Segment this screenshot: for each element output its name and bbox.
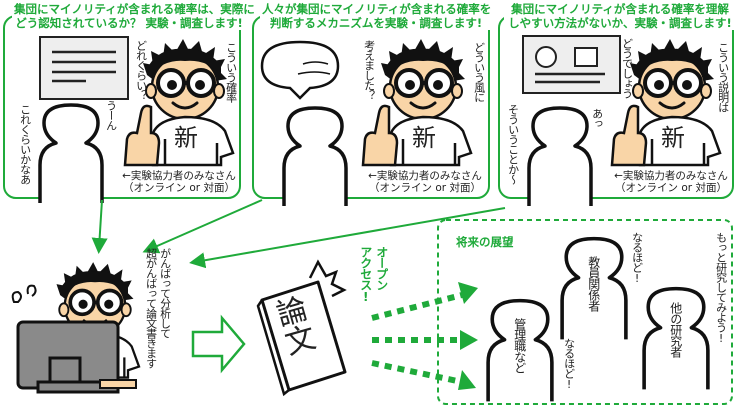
open-access-line2: アクセス! bbox=[358, 246, 373, 303]
flow-arrow-2 bbox=[142, 199, 263, 254]
participants-caption: ←実験協力者のみなさん （オンライン or 対面） bbox=[362, 170, 488, 194]
flow-arrow-3 bbox=[189, 207, 506, 269]
participants-caption: ←実験協力者のみなさん （オンライン or 対面） bbox=[118, 170, 240, 194]
audience-reaction-managers: なるほど! bbox=[562, 338, 576, 390]
shirt-kanji: 新 bbox=[174, 124, 198, 152]
researcher-speech: どういう風に bbox=[472, 42, 486, 102]
title-line: しやすい方法がないか、実験・調査します! bbox=[508, 16, 732, 30]
title-line: 判断するメカニズムを実験・調査します! bbox=[269, 16, 483, 30]
future-outlook-box bbox=[437, 219, 733, 405]
title-line: 人々が集団にマイノリティが含まれる確率を bbox=[262, 2, 492, 16]
participant-speech: これくらいかなあ bbox=[18, 104, 32, 184]
future-outlook-heading: 将来の展望 bbox=[456, 235, 514, 249]
panel-1-title: 集団にマイノリティが含まれる確率は、実際に どう認知されているか？ 実験・調査し… bbox=[12, 2, 255, 30]
analysis-text-line1: がんばって分析して bbox=[158, 248, 172, 338]
caption-line: （オンライン or 対面） bbox=[369, 182, 481, 195]
caption-line: ←実験協力者のみなさん bbox=[122, 170, 236, 182]
analysis-text-line2: 超がんばって論文書きます bbox=[144, 248, 158, 368]
diagram-screen-icon bbox=[522, 35, 621, 94]
researcher-speech: こういう確率 bbox=[224, 42, 238, 102]
participant-speech: そういうことか～ bbox=[506, 104, 520, 184]
audience-label-researchers: 他の研究者 bbox=[668, 302, 683, 357]
open-access-arrows bbox=[371, 282, 478, 390]
caption-line: （オンライン or 対面） bbox=[123, 182, 235, 195]
caption-line: ←実験協力者のみなさん bbox=[368, 170, 482, 182]
participant-silhouette bbox=[527, 106, 593, 208]
participant-speech: うーん bbox=[104, 100, 118, 130]
audience-reaction-researchers: もっと研究してみよう! bbox=[714, 232, 728, 344]
shirt-kanji: 新 bbox=[412, 124, 436, 152]
researcher-speech: どうでしょう bbox=[620, 38, 634, 98]
document-screen-icon bbox=[39, 36, 129, 100]
participant-silhouette bbox=[38, 103, 104, 205]
researcher-at-computer bbox=[11, 260, 141, 394]
paper-icon bbox=[256, 259, 347, 397]
caption-line: ←実験協力者のみなさん bbox=[614, 170, 728, 182]
title-line: どう認知されているか？ 実験・調査します! bbox=[15, 16, 243, 30]
researcher-speech: こういう説明は bbox=[716, 42, 730, 112]
shirt-kanji: 新 bbox=[661, 124, 685, 152]
flow-arrow-1 bbox=[91, 199, 108, 254]
participant-silhouette bbox=[282, 106, 348, 208]
caption-line: （オンライン or 対面） bbox=[615, 182, 727, 195]
participant-speech: あっ bbox=[590, 108, 604, 128]
open-access-line1: オープン bbox=[374, 246, 389, 290]
panel-2-title: 人々が集団にマイノリティが含まれる確率を 判断するメカニズムを実験・調査します! bbox=[260, 2, 492, 30]
audience-label-teachers: 教員関係者 bbox=[586, 256, 601, 311]
researcher-speech: 考えました？ bbox=[362, 40, 376, 100]
thought-bubble-icon bbox=[260, 40, 340, 100]
panel-3-title: 集団にマイノリティが含まれる確率を理解 しやすい方法がないか、実験・調査します! bbox=[504, 2, 736, 30]
result-arrow-icon bbox=[191, 314, 246, 374]
researcher-speech: どれくらい？ bbox=[134, 40, 148, 100]
audience-label-managers: 管理職など bbox=[512, 318, 527, 373]
title-line: 集団にマイノリティが含まれる確率は、実際に bbox=[14, 2, 255, 16]
audience-reaction-teachers: なるほど! bbox=[630, 232, 644, 284]
title-line: 集団にマイノリティが含まれる確率を理解 bbox=[511, 2, 729, 16]
participants-caption: ←実験協力者のみなさん （オンライン or 対面） bbox=[608, 170, 734, 194]
